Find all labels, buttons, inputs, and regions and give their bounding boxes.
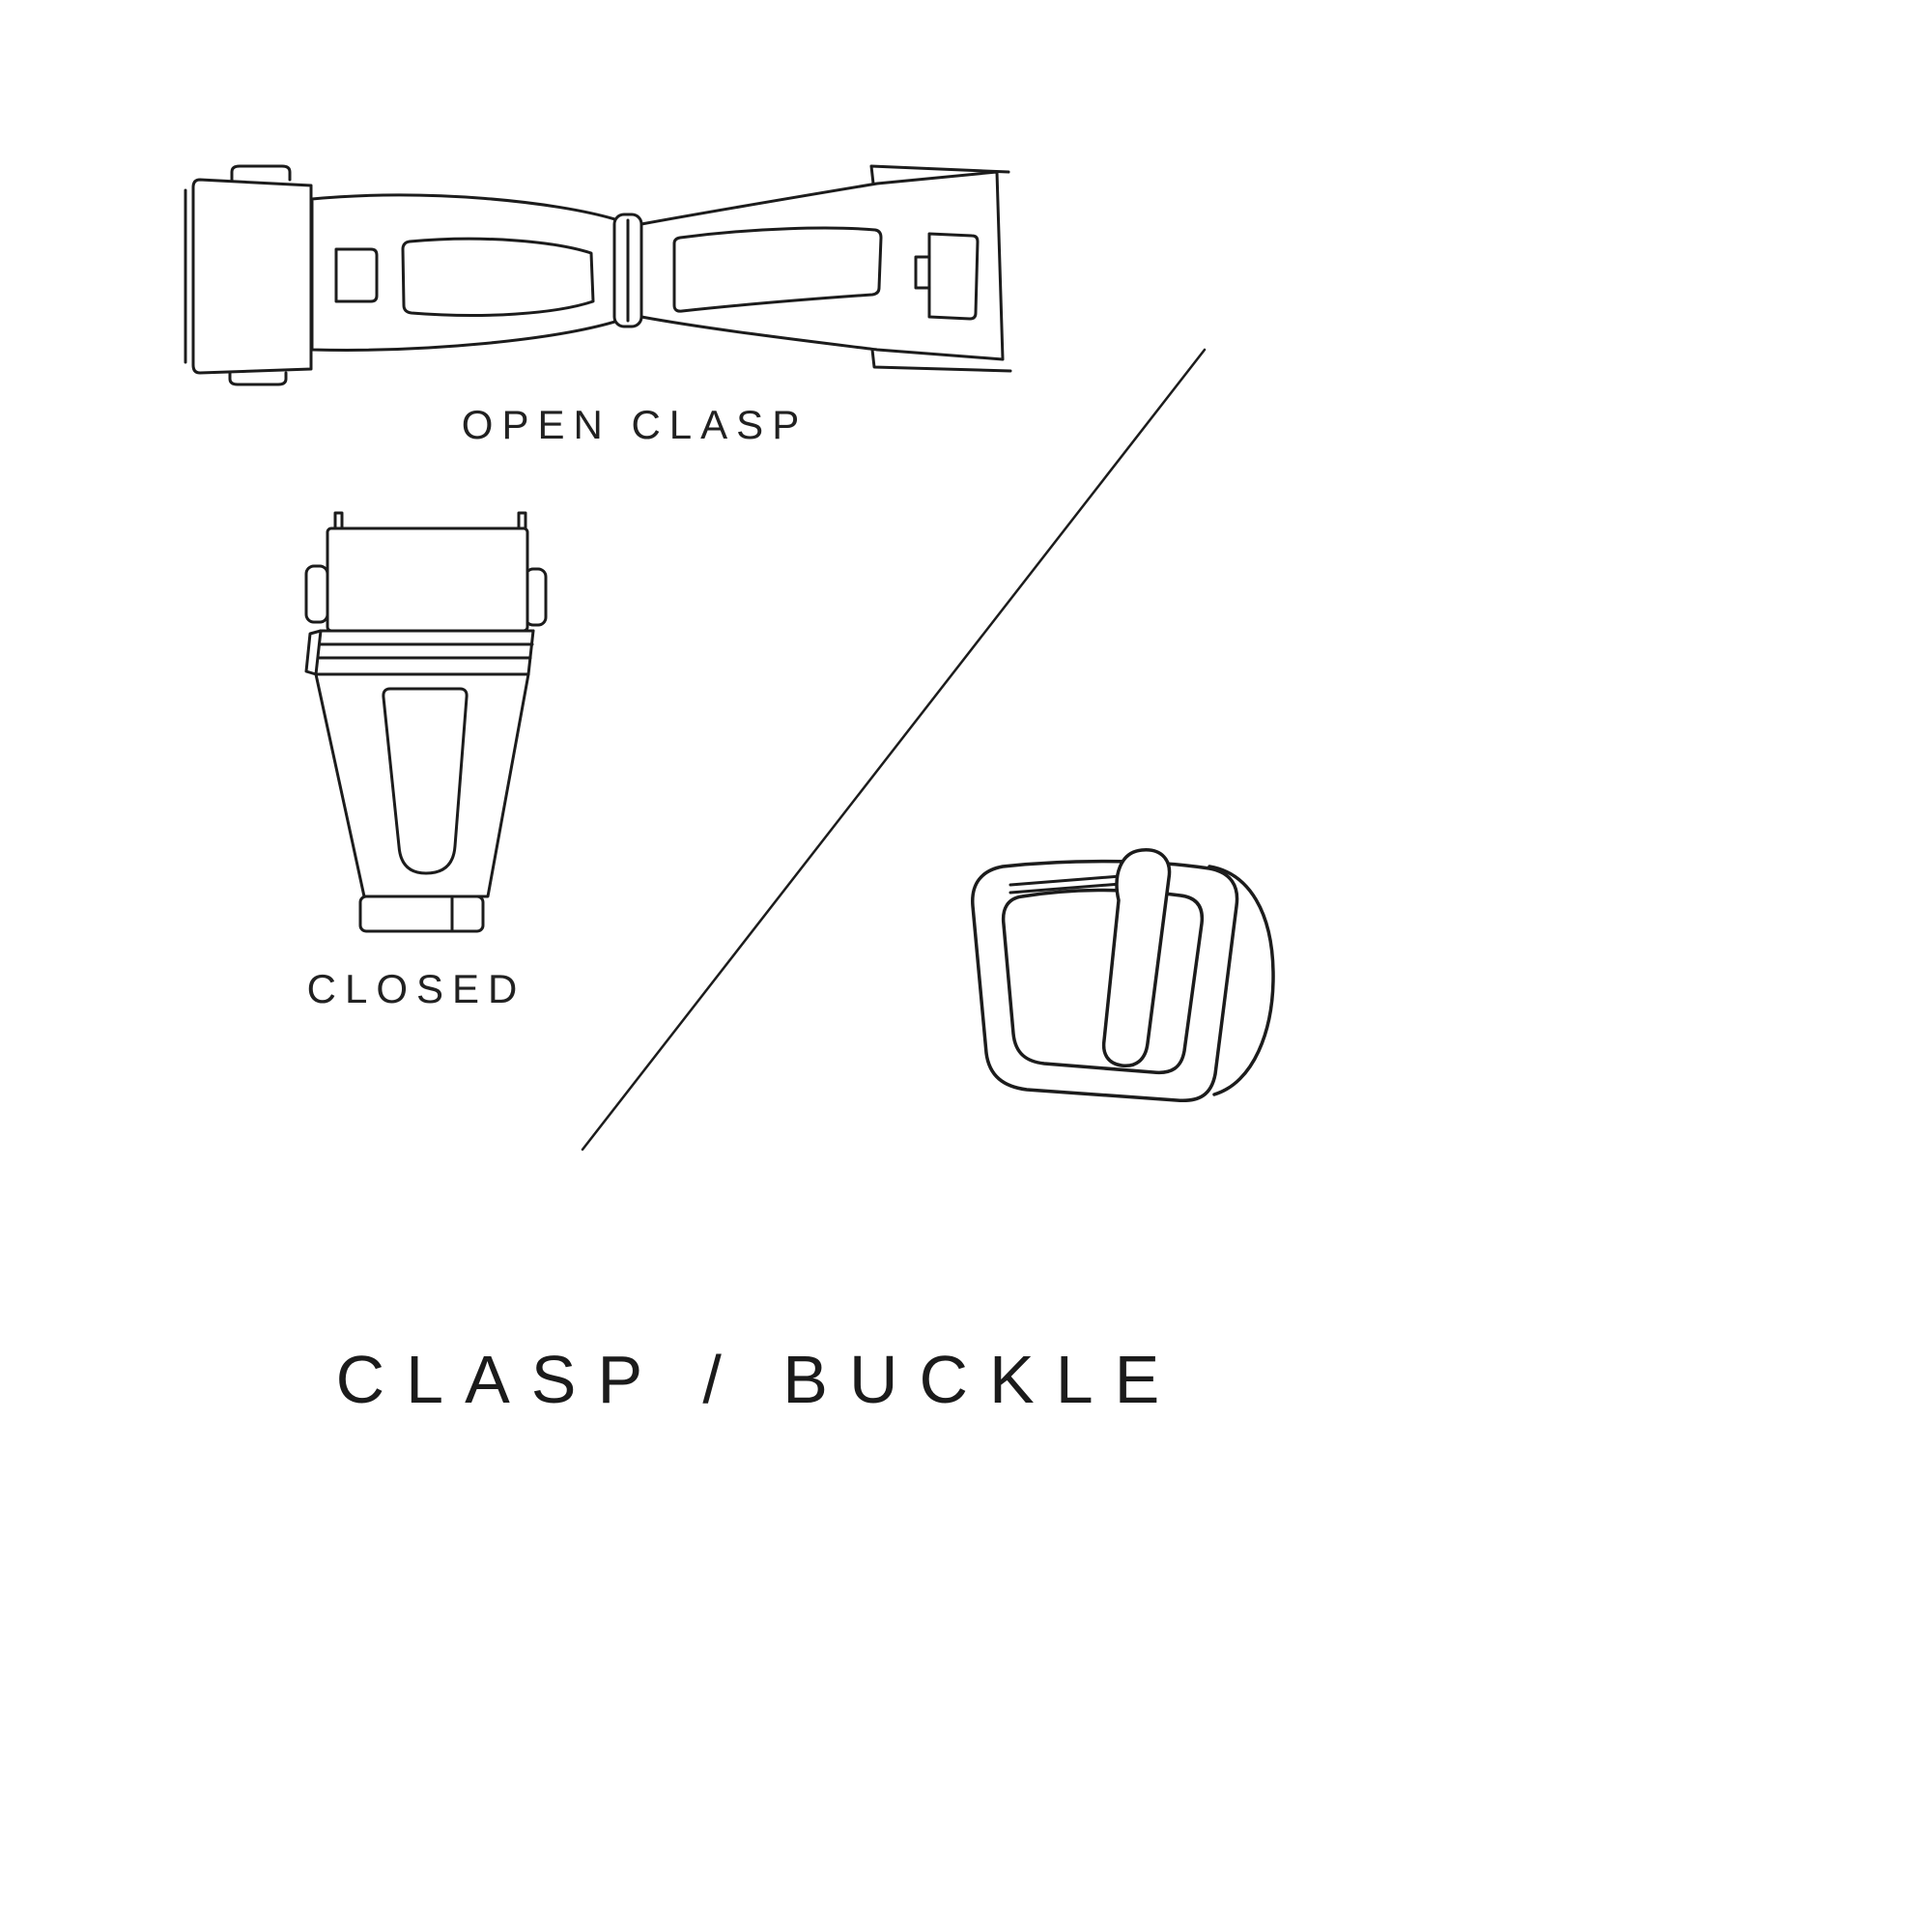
divider-line: [581, 348, 1207, 1151]
closed-clasp-illustration: [304, 511, 548, 933]
open-clasp-label: OPEN CLASP: [461, 402, 809, 447]
page-title: CLASP / BUCKLE: [335, 1342, 1181, 1417]
open-clasp-illustration: [184, 164, 1012, 386]
tang-buckle-illustration: [971, 848, 1275, 1103]
closed-clasp-label: CLOSED: [306, 966, 526, 1011]
